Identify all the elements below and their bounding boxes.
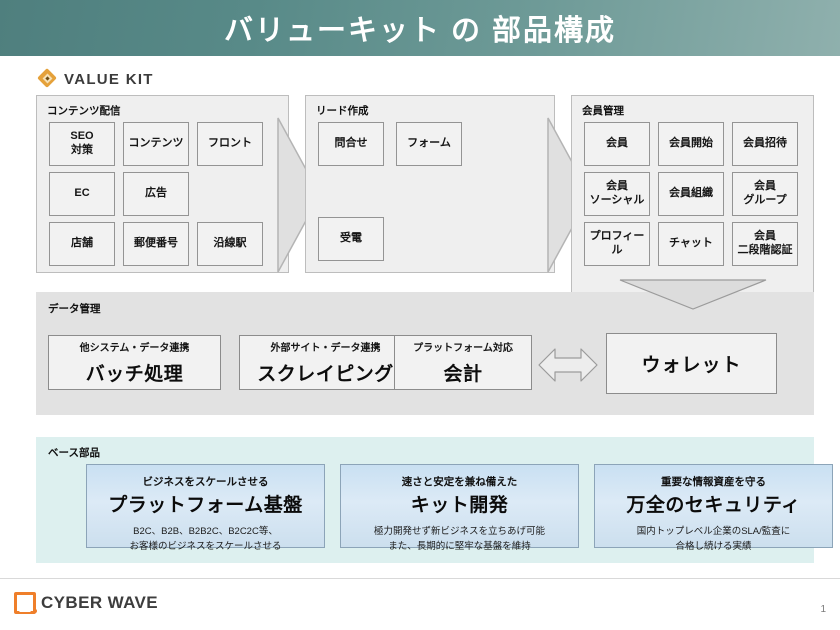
card-security[interactable]: 重要な情報資産を守る 万全のセキュリティ 国内トップレベル企業のSLA/監査に … (594, 464, 833, 552)
box-accounting-label: 会計 (443, 364, 483, 385)
card-kit-head: キット開発 (410, 495, 509, 516)
box-scraping-caption: 外部サイト・データ連携 (270, 343, 381, 354)
arrow-bidirectional-icon (538, 348, 598, 382)
box-member[interactable]: 会員 (584, 122, 650, 166)
box-ec[interactable]: EC (49, 172, 115, 216)
box-ad[interactable]: 広告 (123, 172, 189, 216)
panel-title-content-delivery: コンテンツ配信 (47, 105, 121, 117)
box-member-org[interactable]: 会員組織 (658, 172, 724, 216)
chevron-right-icon-2 (547, 117, 591, 273)
box-contents[interactable]: コンテンツ (123, 122, 189, 166)
box-batch-processing[interactable]: 他システム・データ連携 バッチ処理 (48, 335, 221, 390)
box-accounting[interactable]: プラットフォーム対応 会計 (394, 335, 532, 390)
cyberwave-logo: CYBER WAVE (14, 592, 158, 614)
box-station[interactable]: 沿線駅 (197, 222, 263, 266)
box-inquiry[interactable]: 問合せ (318, 122, 384, 166)
card-platform-head: プラットフォーム基盤 (108, 495, 303, 516)
footer-divider (0, 578, 840, 579)
box-batch-caption: 他システム・データ連携 (79, 343, 190, 354)
card-platform-desc: B2C、B2B、B2B2C、B2C2C等、 お客様のビジネスをスケールさせる (129, 526, 282, 552)
panel-title-member-management: 会員管理 (582, 105, 624, 117)
card-kit-desc: 極力開発せず新ビジネスを立ちあげ可能 また、長期的に堅牢な基盤を維持 (373, 526, 545, 552)
card-kit-lead: 速さと安定を兼ね備えた (401, 476, 518, 488)
panel-title-data-management: データ管理 (48, 303, 101, 315)
box-front[interactable]: フロント (197, 122, 263, 166)
cyberwave-mark-icon (14, 592, 37, 614)
box-form[interactable]: フォーム (396, 122, 462, 166)
box-member-2fa[interactable]: 会員 二段階認証 (732, 222, 798, 266)
card-security-lead: 重要な情報資産を守る (661, 476, 766, 488)
chevron-right-icon-1 (277, 117, 321, 273)
panel-title-base-parts: ベース部品 (48, 447, 100, 459)
card-kit-development[interactable]: 速さと安定を兼ね備えた キット開発 極力開発せず新ビジネスを立ちあげ可能 また、… (340, 464, 579, 552)
box-store[interactable]: 店舗 (49, 222, 115, 266)
valuekit-logo-text: VALUE KIT (64, 70, 154, 88)
panel-base-parts: ベース部品 ビジネスをスケールさせる プラットフォーム基盤 B2C、B2B、B2… (36, 437, 833, 563)
panel-content-delivery: コンテンツ配信 SEO 対策 コンテンツ フロント EC 広告 店舗 郵便番号 … (36, 95, 289, 273)
box-member-invite[interactable]: 会員招待 (732, 122, 798, 166)
slide-title-bar: バリューキット の 部品構成 (0, 0, 840, 56)
card-security-head: 万全のセキュリティ (626, 495, 801, 516)
arrow-down-icon (619, 279, 767, 310)
box-member-group[interactable]: 会員 グループ (732, 172, 798, 216)
box-profile[interactable]: プロフィール (584, 222, 650, 266)
valuekit-logo: VALUE KIT (37, 68, 154, 89)
panel-lead-creation: リード作成 問合せ フォーム 受電 (305, 95, 555, 273)
box-call[interactable]: 受電 (318, 217, 384, 261)
panel-member-management: 会員管理 会員 会員開始 会員招待 会員 ソーシャル 会員組織 会員 グループ … (571, 95, 814, 408)
box-member-social[interactable]: 会員 ソーシャル (584, 172, 650, 216)
diamond-icon (37, 68, 58, 89)
cyberwave-logo-text: CYBER WAVE (41, 593, 159, 612)
box-postalcode[interactable]: 郵便番号 (123, 222, 189, 266)
card-security-desc: 国内トップレベル企業のSLA/監査に 合格し続ける実績 (636, 526, 791, 552)
box-wallet[interactable]: ウォレット (606, 333, 777, 394)
box-chat[interactable]: チャット (658, 222, 724, 266)
panel-title-lead-creation: リード作成 (316, 105, 369, 117)
box-scraping-label: スクレイピング (257, 364, 394, 385)
page-title: バリューキット の 部品構成 (223, 15, 617, 47)
box-seo[interactable]: SEO 対策 (49, 122, 115, 166)
page-number: 1 (820, 604, 826, 615)
card-platform-foundation[interactable]: ビジネスをスケールさせる プラットフォーム基盤 B2C、B2B、B2B2C、B2… (86, 464, 325, 552)
box-member-start[interactable]: 会員開始 (658, 122, 724, 166)
box-accounting-caption: プラットフォーム対応 (413, 343, 513, 354)
box-scraping[interactable]: 外部サイト・データ連携 スクレイピング (239, 335, 412, 390)
box-batch-label: バッチ処理 (85, 364, 184, 385)
card-platform-lead: ビジネスをスケールさせる (142, 476, 269, 488)
